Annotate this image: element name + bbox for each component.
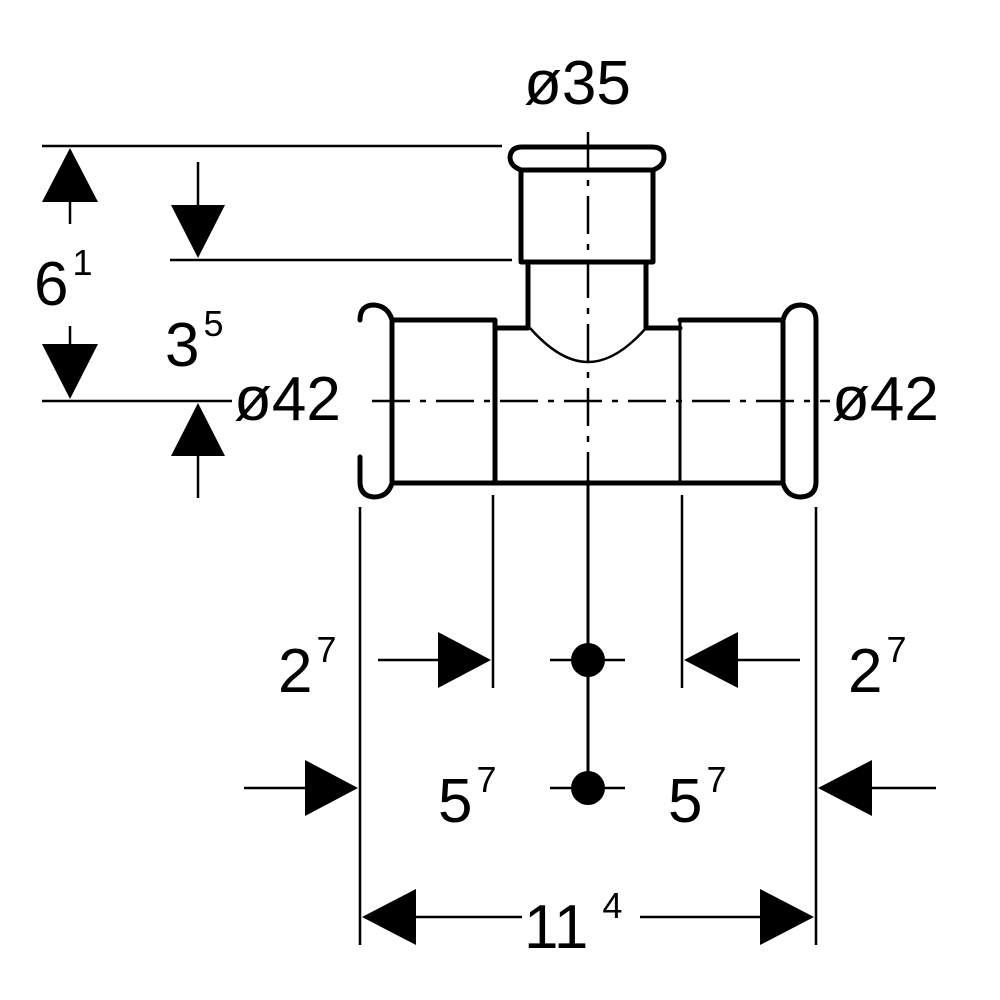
extension-lines — [42, 144, 818, 945]
arrow-up-icon — [171, 403, 225, 456]
arrow-up-icon — [42, 148, 98, 202]
arrow-right-icon — [438, 632, 491, 688]
left-diameter-label: ø42 — [234, 365, 341, 434]
arrow-right-icon — [760, 889, 814, 945]
arrow-left-icon — [684, 632, 738, 688]
center-lines — [372, 132, 830, 788]
right-diameter-label: ø42 — [832, 365, 939, 434]
branch-socket — [507, 144, 667, 265]
center-markers — [550, 643, 625, 805]
arrow-left-icon — [362, 889, 416, 945]
right-socket — [677, 302, 819, 500]
center-point-lower — [571, 771, 605, 805]
arrow-right-icon — [305, 760, 358, 816]
center-point-upper — [571, 643, 605, 677]
arrow-down-icon — [42, 344, 98, 399]
arrow-down-icon — [171, 205, 225, 258]
arrow-left-icon — [818, 760, 872, 816]
branch-diameter-label: ø35 — [524, 49, 631, 118]
